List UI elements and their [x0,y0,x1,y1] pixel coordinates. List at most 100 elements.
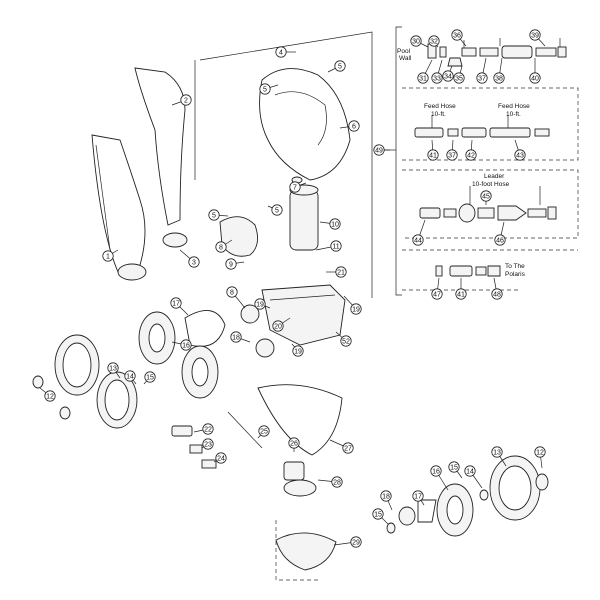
callout-circle [350,303,362,315]
callout-number: 45 [482,193,490,200]
callout-c32: 32 [428,35,440,48]
to-polaris-label: To The [505,263,525,270]
callout-circle [102,250,114,262]
callout-c35: 35 [453,65,465,84]
callout-c49: 49 [373,144,390,156]
leader-hose-label: Leader [484,173,505,180]
callout-circle [491,288,503,300]
callout-c44: 44 [412,219,426,246]
callout-circle [494,234,506,246]
callout-circle [373,144,385,156]
callout-c40: 40 [529,58,541,84]
feed-hose-group [414,115,550,138]
callout-circle [431,288,443,300]
callout-c8a: 8 [215,239,233,253]
pool-wall-label: Pool [397,48,411,55]
callout-c46: 46 [494,221,506,246]
cleaner-assembly [32,31,549,581]
callout-number: 37 [448,152,456,159]
callout-number: 10 [331,221,339,228]
callout-number: 19 [256,301,264,308]
callout-circle [331,476,343,488]
callout-circle [534,446,546,458]
callout-number: 15 [450,464,458,471]
callout-c27: 27 [329,439,354,454]
callout-number: 18 [382,493,390,500]
callout-c47: 47 [431,277,443,300]
callout-circle [476,72,488,84]
callout-circle [448,461,460,473]
callout-circle [453,72,465,84]
callout-circle [225,258,237,270]
hose-tube [289,189,319,251]
callout-number: 17 [414,493,422,500]
callout-number: 31 [419,75,427,82]
callout-number: 30 [412,38,420,45]
callout-circle [329,218,341,230]
callout-number: 18 [232,334,240,341]
callout-number: 7 [293,184,297,191]
callout-circle [529,29,541,41]
pool-wall-fitting-group [427,36,567,67]
debris-bag [91,134,146,276]
callout-number: 35 [455,75,463,82]
callout-circle [330,240,342,252]
leader-hose-group [419,186,557,223]
callout-c5c: 5 [208,209,229,221]
callout-c36a: 36 [451,29,467,47]
callout-circle [288,437,300,449]
callout-circle [465,149,477,161]
callout-c31: 31 [417,59,433,84]
bottom-cover [257,384,343,456]
top-cover [259,68,351,181]
callout-number: 13 [109,365,117,372]
callout-circle [412,234,424,246]
callout-circle [202,423,214,435]
callout-c25: 25 [257,425,270,439]
callout-circle [348,120,360,132]
callout-circle [107,362,119,374]
callout-circle [259,83,271,95]
callout-circle [208,209,220,221]
callout-c39: 39 [529,29,546,47]
callout-number: 46 [496,237,504,244]
callout-number: 25 [260,428,268,435]
callout-circle [410,35,422,47]
callout-number: 52 [342,338,350,345]
feed-hose-label-b: Feed Hose [498,103,530,110]
callout-c4: 4 [275,46,296,58]
callout-c9: 9 [225,258,245,270]
callout-c48: 48 [491,277,503,300]
callout-circle [480,190,492,202]
callout-number: 20 [274,323,282,330]
callout-number: 14 [466,468,474,475]
pool-wall-label-2: Wall [399,55,412,62]
callout-circle [188,256,200,268]
callout-c21: 21 [326,266,347,278]
callout-c22: 22 [193,423,214,435]
callout-number: 12 [46,393,54,400]
callout-number: 16 [432,468,440,475]
callout-c18b: 18 [380,490,393,511]
callout-circle [170,297,182,309]
callout-c28: 28 [317,476,343,488]
callout-c19c: 19 [291,343,304,357]
callout-circle [514,149,526,161]
callout-circle [428,35,440,47]
callout-number: 1 [106,253,110,260]
callout-c29: 29 [333,536,362,548]
feed-hose-length-b: 10-ft. [506,111,521,118]
callout-number: 47 [433,291,441,298]
callout-c15a: 15 [143,371,156,385]
callout-circle [412,490,424,502]
callout-c41a: 41 [427,139,439,161]
leader-hose-length: 10-foot Hose [472,181,510,188]
callout-number: 4 [279,49,283,56]
callout-c11: 11 [315,240,342,252]
callout-circle [124,370,136,382]
callout-circle [430,465,442,477]
callout-circle [180,339,192,351]
callout-c5a: 5 [259,83,279,95]
callout-c8b: 8 [226,286,246,309]
callout-circle [417,72,429,84]
